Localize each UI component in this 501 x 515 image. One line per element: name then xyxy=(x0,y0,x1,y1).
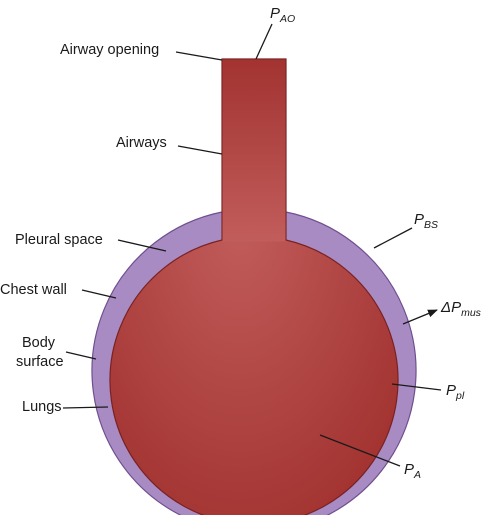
delta-p-mus-label: ΔPmus xyxy=(440,299,482,319)
pleural-space-leader xyxy=(117,239,167,252)
body-surface-label-line1: Body xyxy=(22,335,56,351)
p-ao-leader xyxy=(255,23,273,60)
p-bs-leader xyxy=(373,227,413,249)
chest-wall-leader xyxy=(81,289,117,299)
body-surface-leader xyxy=(65,351,97,360)
airways-label: Airways xyxy=(116,135,167,151)
delta-p-mus-arrow xyxy=(402,309,438,325)
lungs-leader xyxy=(62,406,109,409)
p-ao-label: PAO xyxy=(270,5,295,25)
body-surface-label-line2: surface xyxy=(16,354,64,370)
pleural-space-label: Pleural space xyxy=(15,232,103,248)
airway-opening-leader xyxy=(175,51,223,61)
chest-wall-label: Chest wall xyxy=(0,282,67,298)
lungs-and-airway xyxy=(109,58,399,515)
airway-tube xyxy=(222,59,286,242)
p-bs-label: PBS xyxy=(414,211,438,231)
airways-leader xyxy=(177,145,223,155)
p-a-leader xyxy=(319,434,401,467)
p-a-label: PA xyxy=(404,461,421,481)
p-pl-label: Ppl xyxy=(446,382,465,402)
p-pl-leader xyxy=(391,383,442,391)
airway-opening-label: Airway opening xyxy=(60,42,159,58)
lungs-label: Lungs xyxy=(22,399,62,415)
